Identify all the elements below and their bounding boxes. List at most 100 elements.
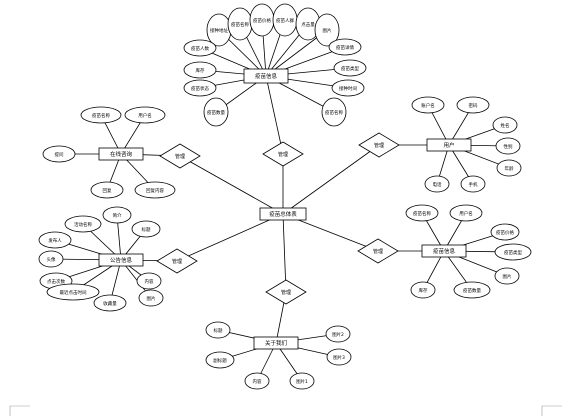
attribute-label-notice-10: 疫苗人数	[191, 45, 209, 52]
attribute-notice-13	[203, 97, 229, 127]
attribute-announcement-3	[38, 231, 72, 249]
entity-box-user	[426, 138, 472, 152]
attribute-label-notice-9: 疫苗名称	[325, 109, 343, 116]
attribute-label-notice-0: 接种地址	[210, 27, 228, 34]
entity-box-online_consult	[98, 147, 144, 161]
attribute-user-4	[496, 159, 522, 177]
attribute-label-announcement-9: 图片	[147, 295, 156, 302]
attribute-label-announcement-6: 最近点击时间	[60, 289, 87, 296]
attribute-label-notice-12: 疫苗状态	[191, 85, 209, 92]
entity-box-vaccine	[421, 244, 467, 258]
entity-label-vaccine: 疫苗信息	[433, 247, 456, 255]
attribute-notice-9	[321, 97, 347, 127]
attribute-label-notice-5: 图片	[323, 27, 332, 34]
attribute-label-about-0: 标题	[214, 327, 223, 334]
relationship-label-r_about: 管理	[281, 289, 291, 296]
attribute-label-vaccine-6: 疫苗数量	[463, 287, 481, 294]
entity-label-announcement: 公告信息	[110, 256, 133, 264]
edge-summary-r_announcement	[176, 213, 284, 262]
attribute-consult-0	[80, 106, 122, 124]
attribute-label-announcement-2: 标题	[142, 226, 151, 233]
entity-box-about_us	[253, 336, 299, 350]
attribute-notice-7	[333, 59, 367, 77]
attribute-label-vaccine-3: 疫苗类型	[504, 249, 522, 256]
attribute-about-5	[326, 348, 352, 366]
attribute-label-about-3: 图片1	[296, 378, 308, 385]
attribute-label-user-6: 手机	[469, 181, 478, 188]
attribute-consult-3	[90, 181, 124, 199]
attribute-about-4	[325, 325, 351, 343]
edge-summary-r_consult	[179, 155, 284, 215]
attribute-user-3	[495, 137, 521, 155]
relationship-label-r_notice: 管理	[278, 151, 288, 158]
relationship-r_user	[358, 132, 400, 158]
entity-box-notice	[243, 68, 289, 84]
relationship-r_consult	[159, 143, 201, 169]
attribute-label-announcement-3: 发布人	[48, 237, 62, 244]
attribute-user-6	[460, 175, 486, 193]
attribute-label-vaccine-0: 疫苗名称	[413, 210, 431, 217]
attribute-label-notice-6: 疫苗详情	[336, 44, 354, 51]
attribute-label-consult-1: 用户名	[138, 112, 152, 119]
attribute-label-notice-7: 疫苗类型	[341, 65, 359, 72]
attribute-label-announcement-5: 点击次数	[47, 278, 65, 285]
entity-box-announcement	[98, 253, 144, 267]
entity-label-online_consult: 在线咨询	[110, 150, 133, 158]
attribute-vaccine-4	[494, 267, 520, 285]
attribute-vaccine-2	[490, 223, 520, 241]
attribute-label-consult-4: 回复内容	[146, 187, 164, 194]
attribute-label-consult-2: 提问	[55, 151, 64, 158]
attribute-user-1	[456, 96, 490, 114]
attribute-label-about-4: 图片2	[332, 331, 344, 338]
attribute-notice-12	[183, 79, 217, 97]
attribute-label-about-2: 内容	[253, 378, 262, 385]
relationship-label-r_vaccine: 管理	[373, 248, 383, 255]
attribute-about-3	[289, 372, 315, 390]
attribute-vaccine-5	[410, 281, 436, 299]
attribute-consult-1	[124, 106, 166, 124]
attribute-label-user-4: 年龄	[505, 165, 514, 172]
attribute-label-notice-1: 疫苗名称	[231, 21, 249, 28]
attribute-announcement-9	[138, 289, 164, 307]
attribute-user-0	[411, 96, 445, 114]
relationship-r_announcement	[156, 248, 198, 274]
attribute-label-vaccine-4: 图片	[503, 273, 512, 280]
attribute-about-2	[244, 372, 270, 390]
attribute-label-vaccine-1: 用户名	[459, 210, 473, 217]
entity-label-summary: 疫苗总体表	[269, 210, 297, 218]
attribute-label-announcement-1: 简介	[113, 212, 122, 219]
attribute-announcement-2	[131, 220, 161, 238]
entity-label-notice: 疫苗信息	[255, 72, 278, 80]
attribute-label-consult-3: 回复	[103, 187, 112, 194]
attribute-announcement-1	[102, 206, 132, 224]
shapes: 疫苗总体表疫苗信息在线咨询用户疫苗信息公告信息关于我们管理管理管理管理管理管理接…	[38, 3, 532, 390]
entity-box-summary	[259, 207, 307, 221]
attribute-announcement-0	[64, 215, 102, 233]
attribute-vaccine-6	[453, 281, 491, 299]
attribute-label-consult-0: 疫苗名称	[92, 112, 110, 119]
attribute-label-notice-8: 接种时间	[339, 85, 357, 92]
attribute-announcement-4	[38, 250, 64, 268]
attribute-notice-10	[183, 39, 217, 57]
entity-label-about_us: 关于我们	[265, 339, 288, 347]
relationship-label-r_consult: 管理	[175, 153, 185, 160]
attribute-notice-5	[314, 13, 340, 47]
attribute-user-5	[424, 175, 450, 193]
attribute-label-user-5: 电话	[433, 181, 442, 188]
attribute-label-notice-2: 疫苗价格	[253, 17, 271, 24]
attribute-label-about-1: 副标题	[213, 357, 227, 364]
attribute-announcement-6	[46, 283, 100, 301]
attribute-about-0	[205, 321, 231, 339]
edge-summary-r_about	[282, 213, 287, 293]
attribute-label-notice-4: 点击量	[301, 21, 315, 28]
attribute-label-vaccine-5: 库存	[419, 287, 428, 294]
attribute-label-user-1: 密码	[469, 102, 478, 109]
attribute-label-notice-11: 库存	[196, 67, 205, 74]
attribute-vaccine-0	[405, 204, 439, 222]
attribute-label-user-2: 姓名	[501, 122, 510, 129]
attribute-about-1	[205, 351, 235, 369]
attribute-notice-6	[328, 38, 362, 56]
relationship-label-r_user: 管理	[374, 142, 384, 149]
attribute-label-about-5: 图片3	[333, 354, 345, 361]
